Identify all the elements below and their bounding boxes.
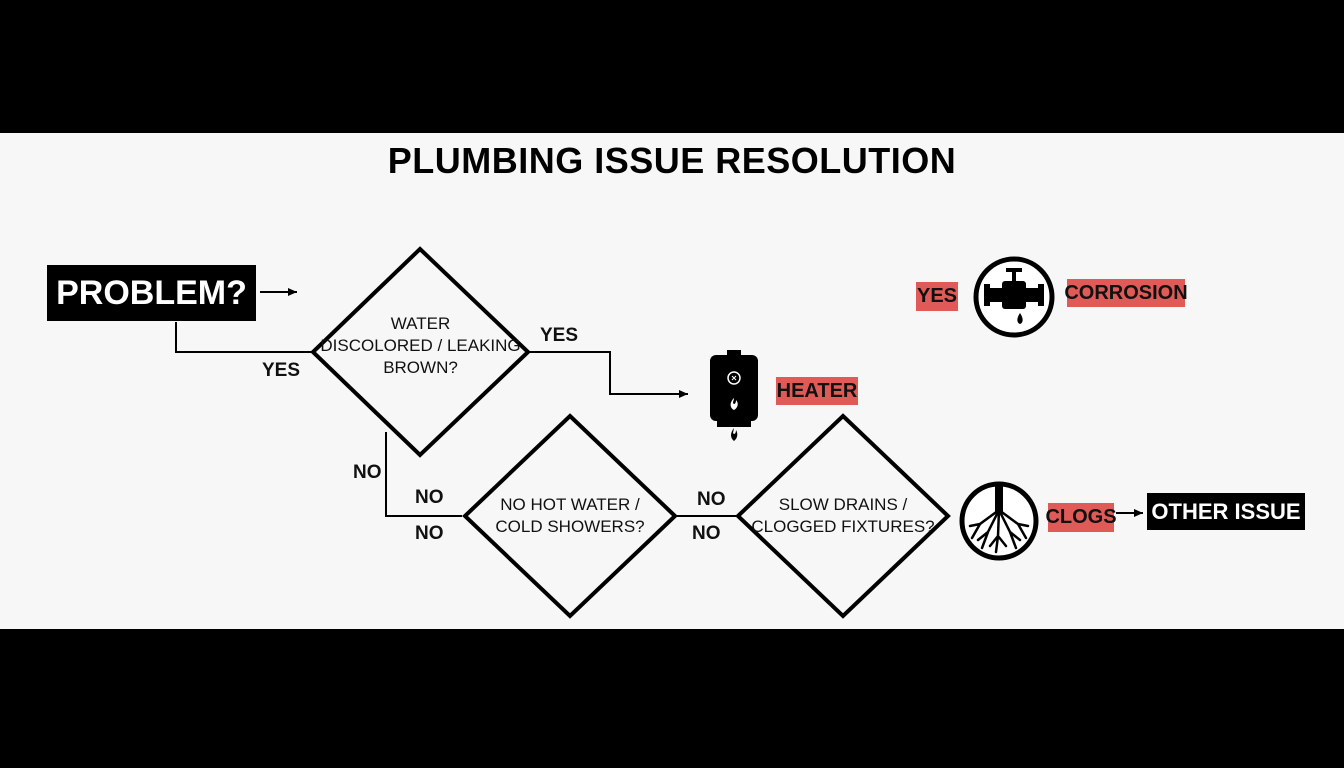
decision-1-line-3: BROWN? bbox=[383, 358, 458, 377]
connector-d1-heater bbox=[528, 351, 688, 398]
edge-label-yes-d1: YES bbox=[540, 325, 579, 346]
connector-d1-d2 bbox=[385, 432, 462, 517]
start-problem-box: PROBLEM? bbox=[47, 265, 256, 321]
edge-label-no-bottom-1: NO bbox=[415, 523, 444, 544]
edge-label-no-bottom-2: NO bbox=[692, 523, 721, 544]
decision-2-line-1: NO HOT WATER / bbox=[500, 495, 640, 514]
decision-diamond-2 bbox=[462, 413, 678, 619]
decision-1-line-2: DISCOLORED / LEAKING bbox=[320, 336, 521, 355]
decision-1-text: WATER DISCOLORED / LEAKING BROWN? bbox=[313, 313, 528, 379]
yes-corrosion-tag: YES bbox=[916, 282, 958, 311]
edge-label-no-top-1: NO bbox=[415, 487, 444, 508]
decision-2-text: NO HOT WATER / COLD SHOWERS? bbox=[465, 494, 675, 538]
decision-2-line-2: COLD SHOWERS? bbox=[495, 517, 645, 536]
clogs-outcome: CLOGS bbox=[1045, 503, 1117, 532]
leaking-valve-icon bbox=[972, 255, 1056, 339]
connector-problem-d1 bbox=[175, 322, 315, 353]
decision-3-text: SLOW DRAINS / CLOGGED FIXTURES? bbox=[738, 494, 948, 538]
decision-3-line-1: SLOW DRAINS / bbox=[778, 495, 908, 514]
decision-diamond-3 bbox=[735, 413, 951, 619]
decision-diamond-1 bbox=[310, 246, 531, 458]
water-heater-icon bbox=[705, 350, 763, 445]
page-title: PLUMBING ISSUE RESOLUTION bbox=[387, 140, 957, 181]
decision-3-line-2: CLOGGED FIXTURES? bbox=[751, 517, 935, 536]
decision-1-line-1: WATER bbox=[390, 314, 451, 333]
edge-label-no-top-2: NO bbox=[697, 489, 726, 510]
edge-label-no-left: NO bbox=[353, 462, 382, 483]
diagram-canvas bbox=[0, 133, 1344, 629]
corrosion-outcome: CORROSION bbox=[1064, 279, 1188, 307]
edge-label-yes-start: YES bbox=[262, 360, 301, 381]
other-issue-box: OTHER ISSUE bbox=[1147, 493, 1305, 530]
root-clog-icon bbox=[958, 480, 1040, 562]
heater-outcome: HEATER bbox=[776, 377, 858, 405]
